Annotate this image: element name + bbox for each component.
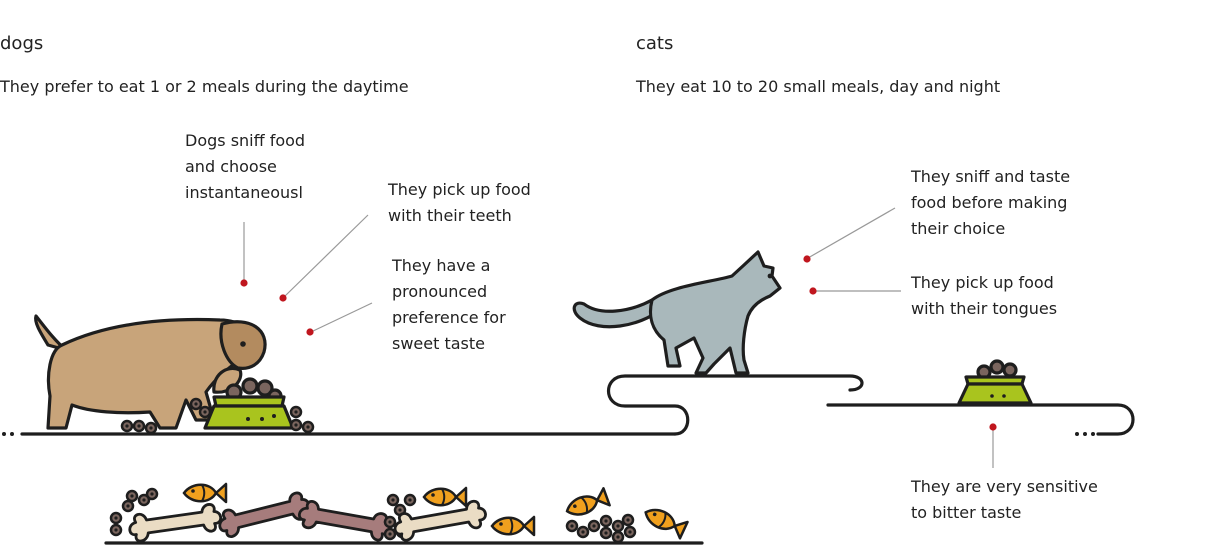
- callout-dog-sniff: Dogs sniff food and choose instantaneous…: [185, 128, 305, 206]
- callout-line: They are very sensitive: [911, 477, 1098, 496]
- callout-cat-sniff-taste: They sniff and taste food before making …: [911, 164, 1070, 242]
- cat-food-bowl: [957, 359, 1033, 405]
- callout-dog-teeth: They pick up food with their teeth: [388, 177, 531, 229]
- callout-line: They pick up food: [911, 273, 1054, 292]
- callout-line: They have a: [392, 256, 491, 275]
- callout-line: food before making: [911, 193, 1068, 212]
- callout-cat-bitter: They are very sensitive to bitter taste: [911, 474, 1098, 526]
- dogs-heading: dogs: [0, 33, 44, 54]
- callout-line: Dogs sniff food: [185, 131, 306, 150]
- food-strip: [109, 482, 689, 544]
- callout-line: preference for: [392, 308, 506, 327]
- dog-illustration: [34, 314, 267, 430]
- cats-subtitle: They eat 10 to 20 small meals, day and n…: [636, 77, 1001, 96]
- callout-line: pronounced: [392, 282, 488, 301]
- cat-illustration: [572, 250, 782, 375]
- ground-lines: [2, 374, 1135, 545]
- callout-cat-tongues: They pick up food with their tongues: [911, 270, 1057, 322]
- callout-line: their choice: [911, 219, 1006, 238]
- callout-line: instantaneousl: [185, 183, 303, 202]
- cat-leaders: [803, 207, 997, 468]
- callout-line: with their teeth: [388, 206, 512, 225]
- callout-line: They pick up food: [388, 180, 531, 199]
- callout-line: to bitter taste: [911, 503, 1022, 522]
- callout-line: They sniff and taste: [911, 167, 1071, 186]
- callout-line: sweet taste: [392, 334, 485, 353]
- callout-line: with their tongues: [911, 299, 1058, 318]
- callout-line: and choose: [185, 157, 277, 176]
- callout-dog-sweet: They have a pronounced preference for sw…: [392, 253, 506, 357]
- cats-heading: cats: [636, 33, 674, 54]
- dogs-subtitle: They prefer to eat 1 or 2 meals during t…: [0, 77, 409, 96]
- dog-leaders: [240, 214, 373, 336]
